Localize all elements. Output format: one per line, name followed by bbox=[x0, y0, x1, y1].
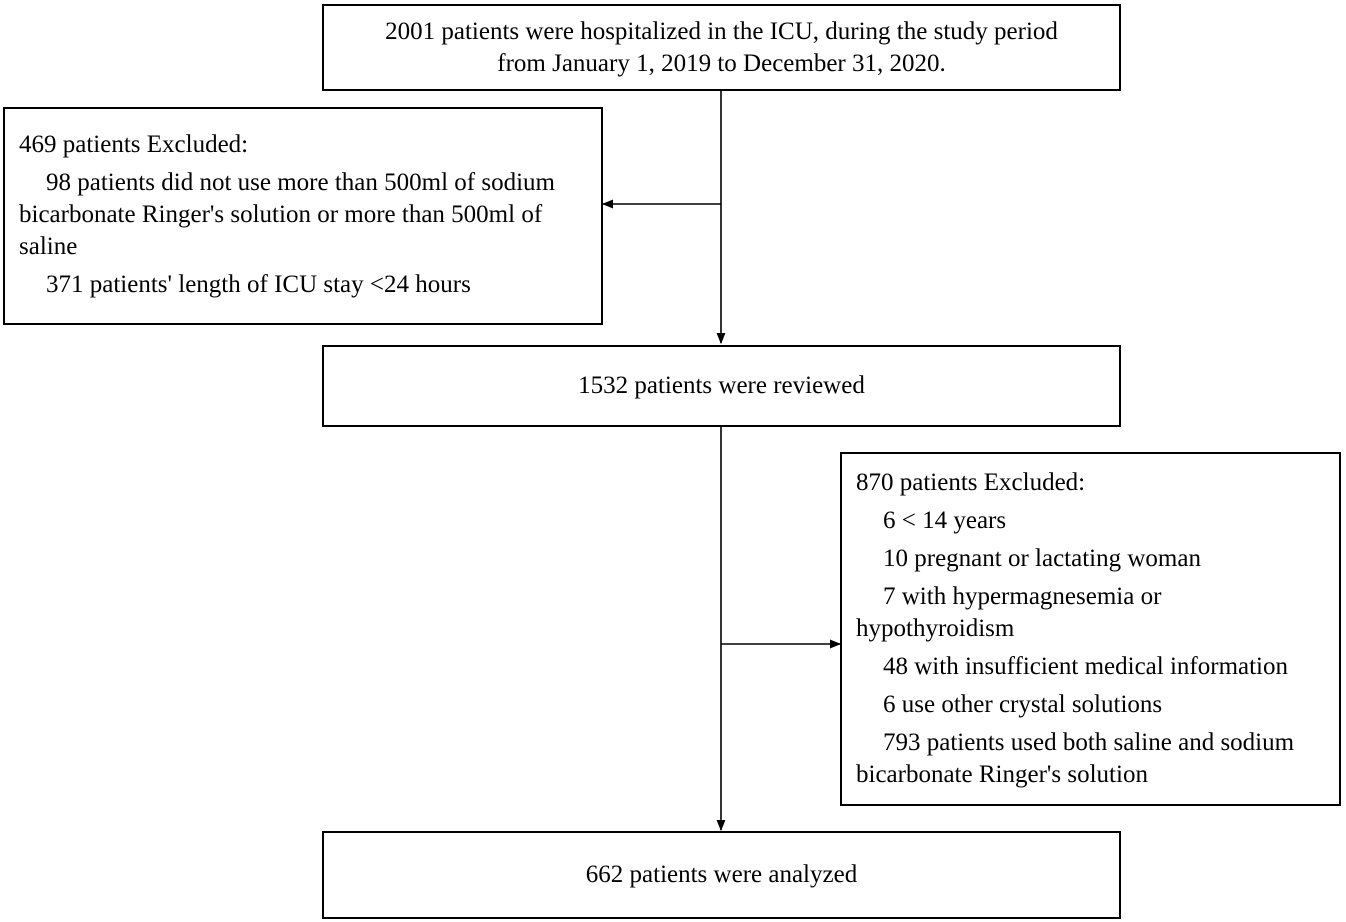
exclusion-box-second: 870 patients Excluded: 6 < 14 years 10 p… bbox=[840, 452, 1341, 806]
exclusion-second-item: 6 use other crystal solutions bbox=[883, 691, 1163, 718]
exclusion-second-item: 48 with insufficient medical information bbox=[883, 653, 1289, 680]
analyzed-line: 662 patients were analyzed bbox=[585, 861, 858, 888]
exclusion-second-item: 7 with hypermagnesemia or hypothyroidism bbox=[856, 583, 1162, 642]
exclusion-second-heading: 870 patients Excluded: bbox=[856, 469, 1086, 496]
exclusion-second-item: 6 < 14 years bbox=[883, 507, 1007, 534]
enrollment-line-2: from January 1, 2019 to December 31, 202… bbox=[497, 49, 946, 77]
enrollment-box: 2001 patients were hospitalized in the I… bbox=[322, 4, 1121, 91]
enrollment-line-1: 2001 patients were hospitalized in the I… bbox=[385, 17, 1058, 45]
exclusion-first-heading: 469 patients Excluded: bbox=[19, 131, 249, 158]
exclusion-first-item: 371 patients' length of ICU stay <24 hou… bbox=[46, 271, 471, 298]
exclusion-box-first: 469 patients Excluded: 98 patients did n… bbox=[3, 107, 603, 325]
exclusion-first-item: 98 patients did not use more than 500ml … bbox=[19, 169, 555, 260]
exclusion-second-item: 793 patients used both saline and sodium… bbox=[856, 729, 1295, 788]
exclusion-second-item: 10 pregnant or lactating woman bbox=[883, 545, 1201, 572]
reviewed-box: 1532 patients were reviewed bbox=[322, 345, 1121, 427]
analyzed-box: 662 patients were analyzed bbox=[322, 831, 1121, 919]
reviewed-line: 1532 patients were reviewed bbox=[578, 372, 865, 399]
